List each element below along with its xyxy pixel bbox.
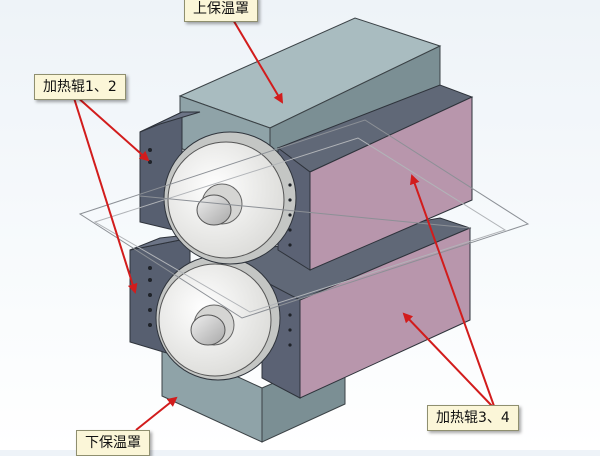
callout-heating-rolls-3-4: 加热辊3、4 [427, 405, 519, 431]
upper-heater-side [309, 96, 473, 271]
callout-lower-cover: 下保温罩 [76, 430, 150, 456]
lower-assembly [129, 217, 472, 443]
lower-bolt-holes [148, 266, 292, 347]
arrow-upper-cover [231, 17, 284, 104]
callout-arrows [73, 17, 495, 431]
upper-roller-shaft [196, 194, 232, 226]
lower-roller-shaft [190, 314, 226, 346]
callout-upper-cover: 上保温罩 [184, 0, 258, 22]
upper-left-end-plate-top [139, 111, 201, 133]
arrow-roll-1 [75, 95, 150, 162]
arrow-roll-4 [402, 312, 493, 407]
arrow-roll-2 [73, 97, 138, 294]
arrow-lower-cover [135, 396, 178, 431]
reference-planes [78, 119, 530, 319]
callout-heating-rolls-1-2: 加热辊1、2 [34, 74, 126, 100]
upper-assembly [139, 17, 474, 271]
lower-heater-side [299, 227, 471, 399]
arrow-roll-3 [409, 174, 495, 407]
